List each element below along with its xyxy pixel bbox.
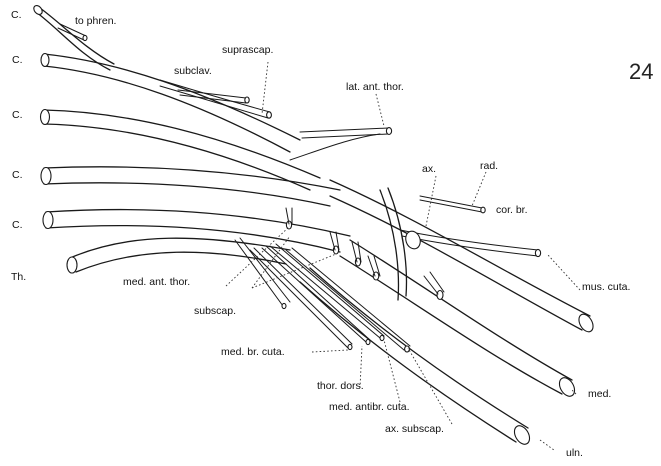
root-label-th: Th.	[11, 271, 27, 283]
label-lat-ant-thor: lat. ant. thor.	[346, 81, 404, 93]
label-med: med.	[588, 388, 612, 400]
label-uln: uln.	[566, 447, 583, 459]
label-med-antibr-cuta: med. antibr. cuta.	[329, 401, 410, 413]
label-subclav: subclav.	[174, 65, 212, 77]
label-thor-dors: thor. dors.	[317, 380, 364, 392]
label-med-br-cuta: med. br. cuta.	[221, 346, 285, 358]
label-suprascap: suprascap.	[222, 44, 274, 56]
label-rad: rad.	[480, 160, 499, 172]
root-label-c5: C.	[12, 219, 23, 231]
label-ax-subscap: ax. subscap.	[385, 423, 444, 435]
label-cor-br: cor. br.	[496, 204, 528, 216]
plate-number: 24	[629, 59, 654, 84]
label-subscap: subscap.	[194, 305, 237, 317]
label-ax: ax.	[422, 163, 437, 175]
root-label-c2: C.	[12, 54, 23, 66]
root-label-c3: C.	[12, 109, 23, 121]
label-to-phren: to phren.	[75, 15, 117, 27]
root-label-c4: C.	[12, 169, 23, 181]
label-mus-cuta: mus. cuta.	[582, 281, 631, 293]
root-label-c1: C.	[11, 9, 22, 21]
nerve-trunks	[33, 5, 594, 445]
label-med-ant-thor: med. ant. thor.	[123, 276, 191, 288]
label-leaders	[225, 61, 581, 451]
